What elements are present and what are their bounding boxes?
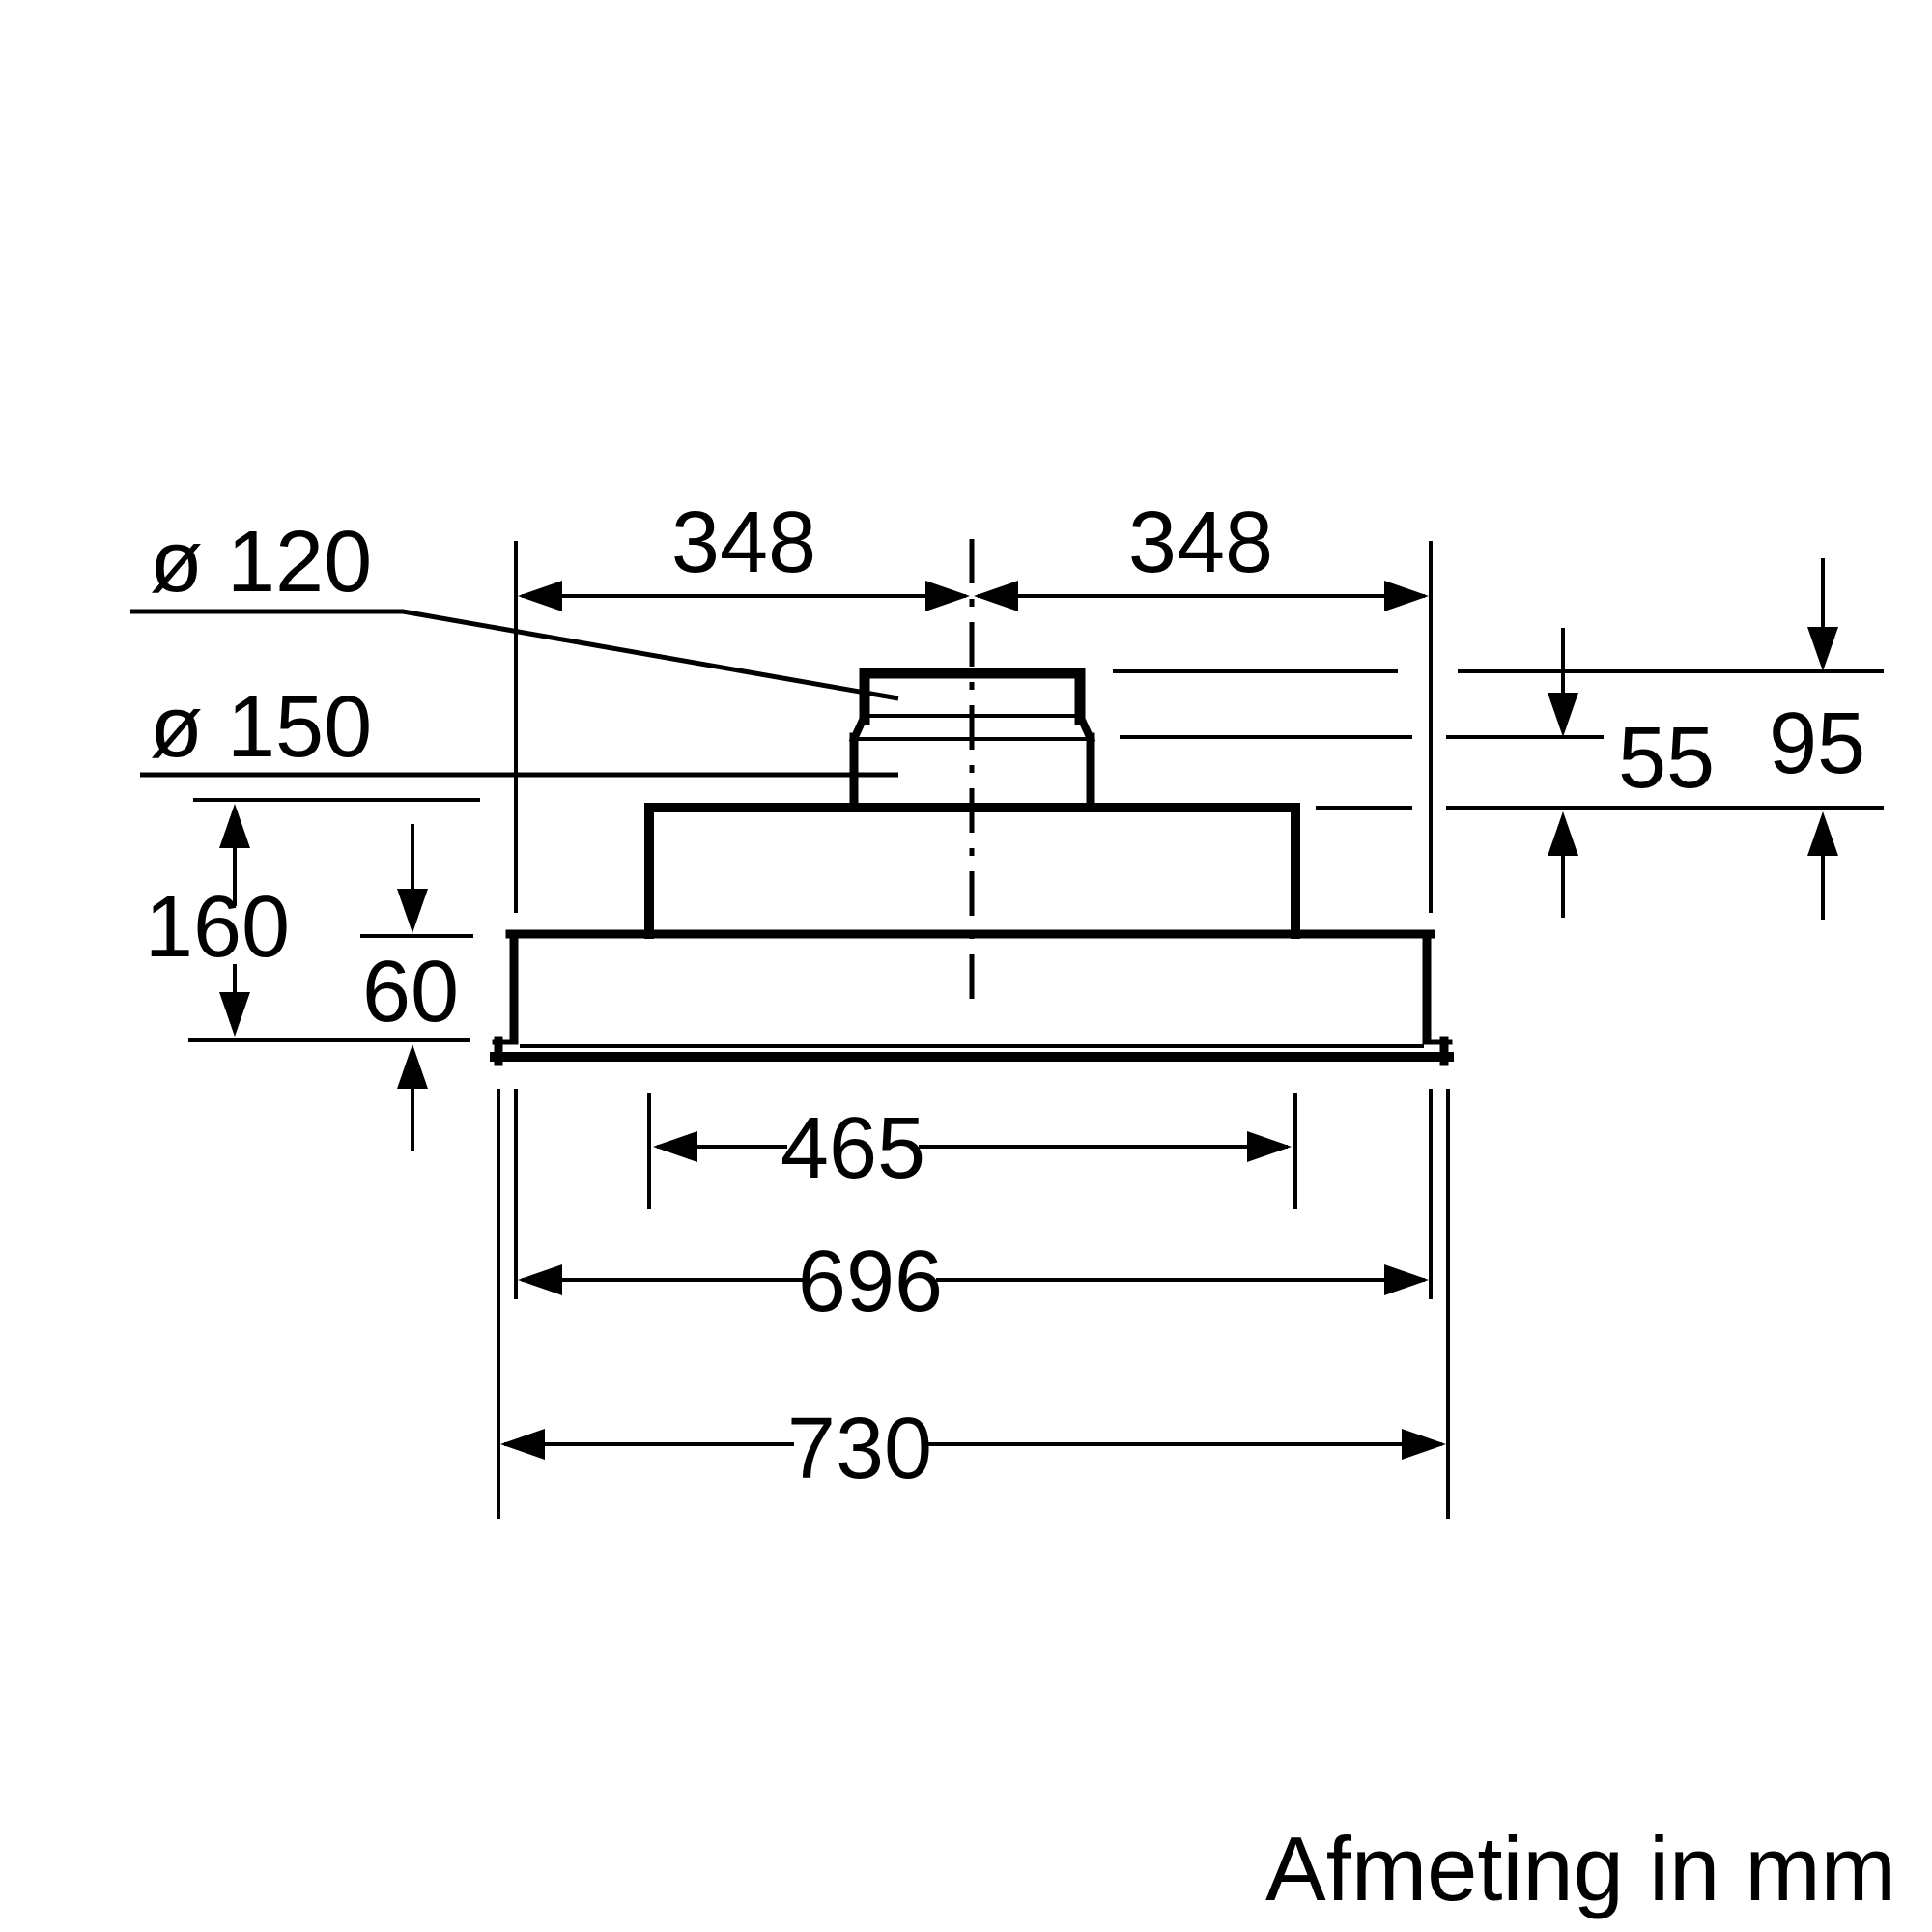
diameter-labels: ø 120 ø 150 (130, 514, 899, 778)
dimension-bottom-widths: 465 696 730 (497, 1089, 1450, 1519)
arrow-95-up (1807, 811, 1838, 856)
arrow-95-down (1807, 627, 1838, 671)
label-60: 60 (362, 944, 459, 1040)
arrow-348-outer-right (1384, 581, 1429, 611)
arrow-730-right (1402, 1429, 1446, 1460)
label-95: 95 (1769, 696, 1865, 792)
arrow-465-right (1247, 1131, 1292, 1162)
arrow-696-right (1384, 1264, 1429, 1295)
arrow-160-up (219, 804, 250, 848)
dimension-right-heights: 55 95 (1113, 558, 1884, 920)
collar-upper-outline (859, 668, 1086, 725)
arrow-160-down (219, 992, 250, 1037)
arrow-55-up (1548, 811, 1578, 856)
label-348-left: 348 (671, 495, 816, 591)
leader-line-diameter-120 (130, 609, 899, 701)
dimension-left-heights: 160 60 (145, 798, 480, 1151)
arrow-348-outer-left (518, 581, 562, 611)
arrow-55-down (1548, 693, 1578, 737)
label-465: 465 (781, 1100, 925, 1197)
label-55: 55 (1618, 710, 1715, 807)
arrow-60-up (397, 1044, 428, 1089)
label-696: 696 (798, 1234, 943, 1330)
label-160: 160 (145, 879, 290, 976)
arrow-60-down (397, 889, 428, 933)
drawing-caption: Afmeting in mm (1265, 1818, 1896, 1919)
label-348-right: 348 (1128, 495, 1273, 591)
label-diameter-150: ø 150 (150, 679, 372, 776)
dimension-348-348: 348 348 (514, 495, 1433, 913)
arrow-348-center-left (974, 581, 1018, 611)
label-diameter-120: ø 120 (150, 514, 372, 611)
label-730: 730 (787, 1401, 932, 1497)
arrow-348-center-right (925, 581, 970, 611)
